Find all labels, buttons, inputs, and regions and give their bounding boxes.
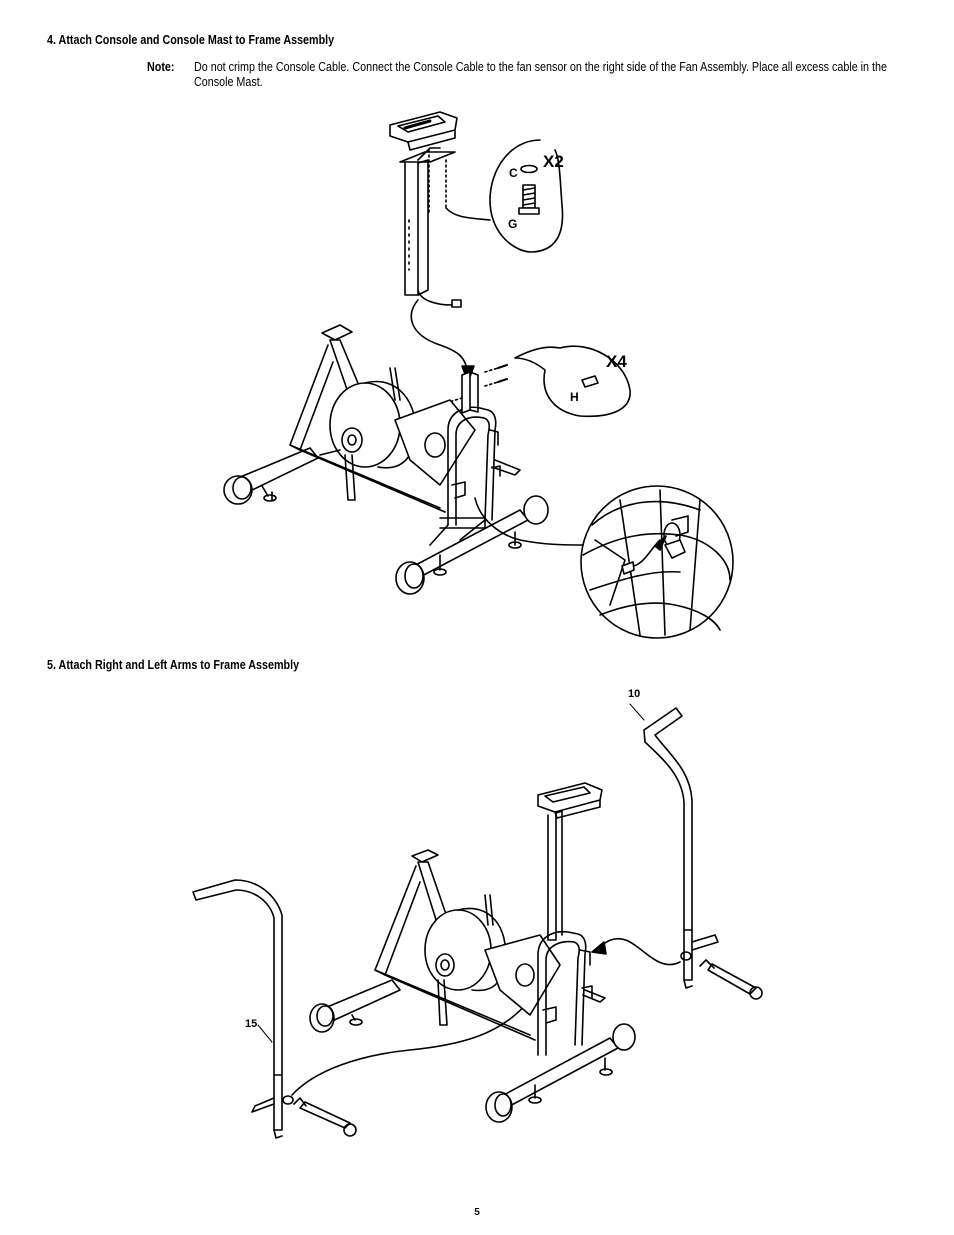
qty-label-x4: X4 xyxy=(606,352,627,371)
note-label: Note: xyxy=(147,60,175,74)
console-unit xyxy=(389,111,458,151)
note-text: Do not crimp the Console Cable. Connect … xyxy=(194,60,887,89)
part-label-g: G xyxy=(508,217,517,231)
qty-label-x2: X2 xyxy=(543,152,564,171)
step-4-illustration: C X2 G X4 H xyxy=(223,111,734,639)
part-label-10: 10 xyxy=(628,688,640,700)
page-number: 5 xyxy=(474,1207,480,1218)
console-mast xyxy=(404,159,429,296)
part-label-h: H xyxy=(570,390,579,404)
hardware-callout-x4 xyxy=(514,345,631,418)
step-5-title: 5. Attach Right and Left Arms to Frame A… xyxy=(47,658,300,672)
part-label-c: C xyxy=(509,166,518,180)
step-5-illustration: 10 15 xyxy=(192,688,763,1139)
right-arm xyxy=(629,703,719,989)
step-4-title: 4. Attach Console and Console Mast to Fr… xyxy=(47,33,335,47)
bike-frame-assembled xyxy=(309,849,636,1123)
left-arm xyxy=(192,879,294,1139)
bike-frame xyxy=(223,324,549,595)
fan-sensor-detail xyxy=(580,485,734,639)
hardware-callout-x2 xyxy=(489,139,564,253)
part-label-15: 15 xyxy=(245,1018,257,1030)
